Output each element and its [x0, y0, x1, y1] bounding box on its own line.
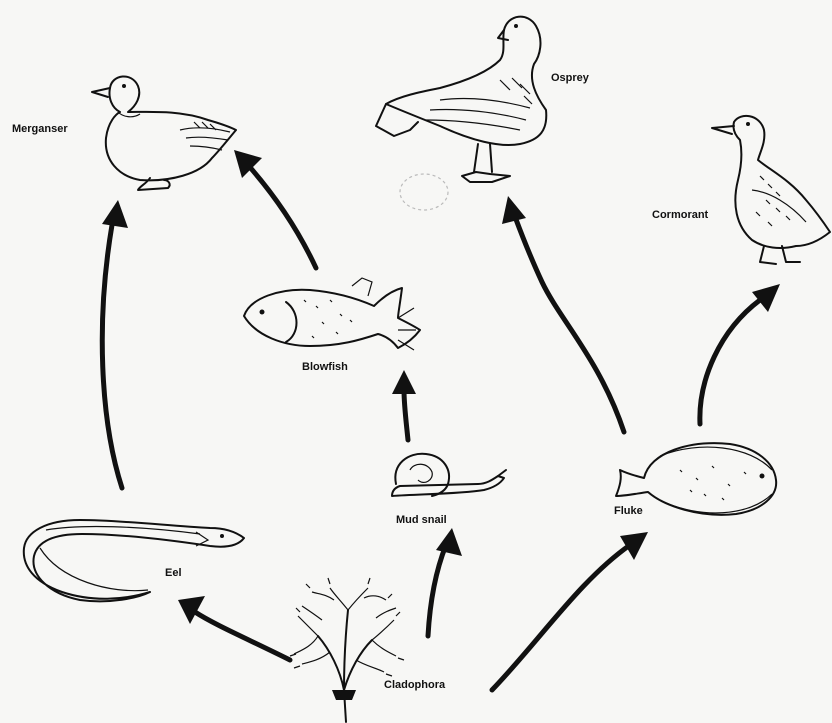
merganser-label: Merganser: [12, 123, 68, 135]
mud-snail-illustration: [392, 454, 506, 496]
smudge-mark: [400, 174, 448, 210]
osprey-label: Osprey: [551, 72, 589, 84]
arrow-cladophora-to-eel: [178, 596, 290, 660]
eel-label: Eel: [165, 567, 182, 579]
eel-illustration: [24, 520, 244, 601]
mud-snail-label: Mud snail: [396, 514, 447, 526]
blowfish-label: Blowfish: [302, 361, 348, 373]
fluke-label: Fluke: [614, 505, 643, 517]
arrow-blowfish-to-merganser: [234, 150, 316, 268]
arrow-cladophora-to-mud-snail: [428, 528, 462, 636]
merganser-illustration: [92, 76, 236, 190]
arrow-fluke-to-osprey: [502, 196, 624, 432]
osprey-illustration: [376, 17, 546, 182]
cladophora-illustration: [290, 578, 404, 722]
arrow-eel-to-merganser: [102, 200, 128, 488]
arrow-fluke-to-cormorant: [700, 284, 780, 424]
cladophora-label: Cladophora: [384, 679, 445, 691]
arrow-cladophora-to-fluke: [492, 532, 648, 690]
blowfish-illustration: [244, 278, 420, 350]
arrow-mud-snail-to-blowfish: [392, 370, 416, 440]
cormorant-illustration: [712, 116, 830, 264]
cormorant-label: Cormorant: [652, 209, 708, 221]
